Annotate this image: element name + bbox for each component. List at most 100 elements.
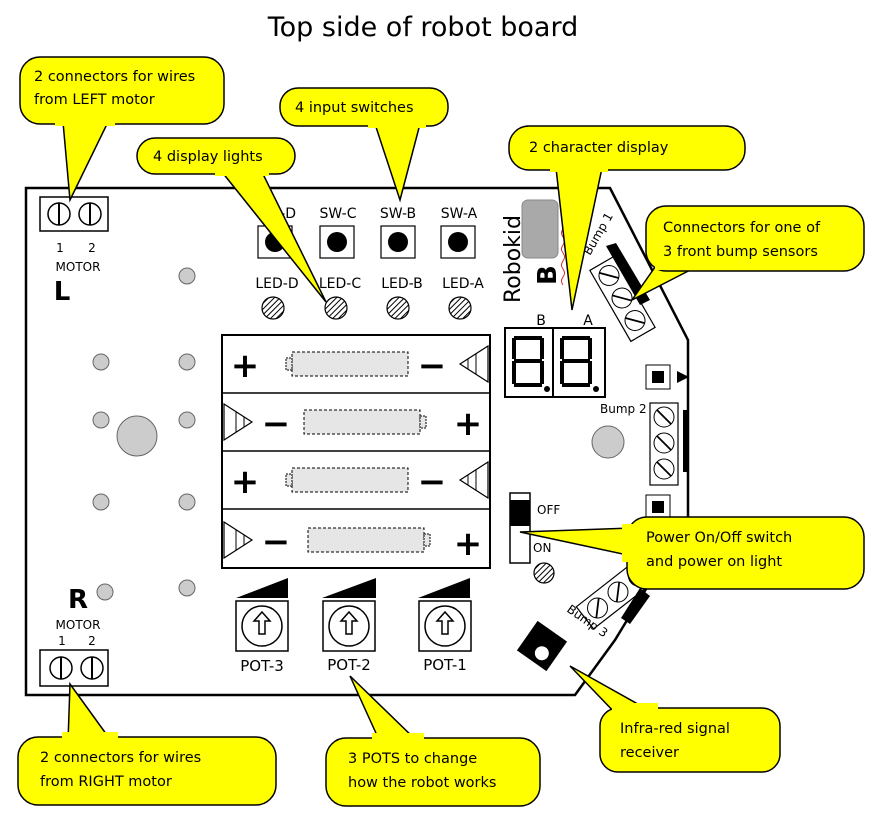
callout-line: Infra-red signal: [620, 721, 730, 737]
up-arrow-icon: [252, 610, 272, 635]
callout-line: 4 display lights: [153, 149, 263, 165]
input-switches: SW-D SW-C SW-B SW-A: [257, 206, 478, 259]
battery-cell-icon: [291, 467, 409, 493]
callout-display-lights: 4 display lights: [136, 137, 327, 303]
switch-button-icon: [388, 232, 408, 252]
motor-letter: R: [68, 585, 88, 615]
pin-label: 1: [58, 634, 66, 648]
brand-area: Robokid B: [501, 199, 565, 303]
pin-label: 2: [88, 241, 96, 255]
battery-cell-icon: [303, 409, 421, 435]
led-c-icon: [324, 296, 348, 320]
mounting-hole-large: [591, 425, 625, 459]
callout-line: receiver: [620, 745, 679, 761]
callout-ir-receiver: Infra-red signal receiver: [569, 665, 781, 773]
callout-line: 3 front bump sensors: [663, 244, 818, 260]
pot-label: POT-2: [327, 656, 371, 674]
mounting-hole: [92, 493, 110, 511]
led-b-icon: [386, 296, 410, 320]
battery-spring-icon: [458, 460, 489, 500]
pot-label: POT-3: [240, 657, 284, 675]
left-motor-connector: 1 2 MOTOR L: [39, 196, 109, 307]
callout-power-switch: Power On/Off switch and power on light: [519, 516, 865, 590]
display-chip-letter: B: [533, 265, 563, 285]
digit-label: A: [583, 313, 593, 329]
ir-sensor: [516, 620, 568, 672]
seven-segment-display: B A: [504, 313, 606, 398]
callout-line: Connectors for one of: [663, 220, 821, 236]
callout-bump-connectors: Connectors for one of 3 front bump senso…: [631, 205, 865, 301]
ramp-icon: [236, 578, 288, 598]
display-chip: [521, 199, 559, 259]
plus-sign: +: [231, 346, 260, 386]
mounting-hole-large: [116, 415, 158, 457]
switch-button-icon: [448, 232, 468, 252]
mounting-hole: [96, 583, 114, 601]
callout-line: 3 POTS to change: [348, 751, 477, 767]
battery-holder: + − − + + − −: [221, 334, 491, 569]
mounting-hole: [178, 579, 196, 597]
led-a-icon: [448, 296, 472, 320]
mounting-holes: [92, 267, 625, 601]
battery-cell-icon: [307, 527, 425, 553]
mounting-hole: [178, 353, 196, 371]
battery-spring-icon: [458, 344, 489, 384]
plus-sign: +: [231, 462, 260, 502]
callout-line: Power On/Off switch: [646, 530, 792, 546]
up-arrow-icon: [435, 610, 455, 635]
callout-line: 2 connectors for wires: [40, 750, 201, 766]
switch-off-label: OFF: [537, 503, 560, 517]
callout-left-motor: 2 connectors for wires from LEFT motor: [19, 56, 225, 203]
ramp-icon: [418, 578, 470, 598]
diagram-title: Top side of robot board: [267, 12, 578, 43]
callout-right-motor: 2 connectors for wires from RIGHT motor: [17, 681, 277, 806]
mounting-hole: [178, 267, 196, 285]
minus-sign: −: [418, 346, 447, 386]
callout-line: 4 input switches: [295, 100, 414, 116]
switch-button-icon: [327, 232, 347, 252]
pin-label: 2: [88, 634, 96, 648]
minus-sign: −: [418, 462, 447, 502]
battery-spring-icon: [223, 520, 254, 560]
callouts: 2 connectors for wires from LEFT motor 4…: [17, 56, 865, 807]
right-motor-connector: R MOTOR 1 2: [39, 585, 109, 687]
pin-label: 1: [56, 241, 64, 255]
led-d-icon: [261, 296, 285, 320]
display-leds: LED-D LED-C LED-B LED-A: [255, 276, 484, 320]
switch-label: SW-C: [320, 206, 357, 222]
bump-2-connector: Bump 2: [600, 364, 689, 520]
potentiometers: POT-3 POT-2 POT-1: [235, 578, 472, 675]
power-switch: OFF ON: [509, 492, 560, 584]
ir-lens-icon: [534, 646, 549, 661]
callout-line: from LEFT motor: [34, 92, 155, 108]
digit-a-segments-icon: [560, 336, 592, 387]
callout-line: and power on light: [646, 554, 782, 570]
callout-char-display: 2 character display: [508, 125, 746, 311]
digit-label: B: [536, 313, 546, 329]
motor-letter: L: [54, 277, 71, 307]
up-arrow-icon: [339, 610, 359, 635]
mounting-hole: [92, 353, 110, 371]
plus-sign: +: [454, 524, 483, 564]
motor-label: MOTOR: [56, 618, 101, 632]
callout-input-switches: 4 input switches: [279, 87, 449, 203]
digit-b-segments-icon: [512, 336, 544, 387]
mounting-hole: [92, 411, 110, 429]
switch-sw-b[interactable]: [380, 225, 416, 259]
ir-receiver: [516, 620, 568, 672]
led-label: LED-D: [255, 276, 298, 292]
bump-label: Bump 2: [600, 402, 647, 416]
plus-sign: +: [454, 404, 483, 444]
switch-on-label: ON: [533, 541, 551, 555]
robot-board: 1 2 MOTOR L R MOTOR 1 2: [24, 186, 690, 697]
switch-slider: [510, 500, 530, 526]
battery-spring-icon: [223, 402, 254, 442]
power-on-light-icon: [533, 562, 555, 584]
led-label: LED-C: [319, 276, 361, 292]
mounting-hole: [178, 411, 196, 429]
led-label: LED-B: [381, 276, 423, 292]
callout-line: 2 connectors for wires: [34, 69, 195, 85]
battery-cell-icon: [291, 351, 409, 377]
minus-sign: −: [262, 404, 291, 444]
